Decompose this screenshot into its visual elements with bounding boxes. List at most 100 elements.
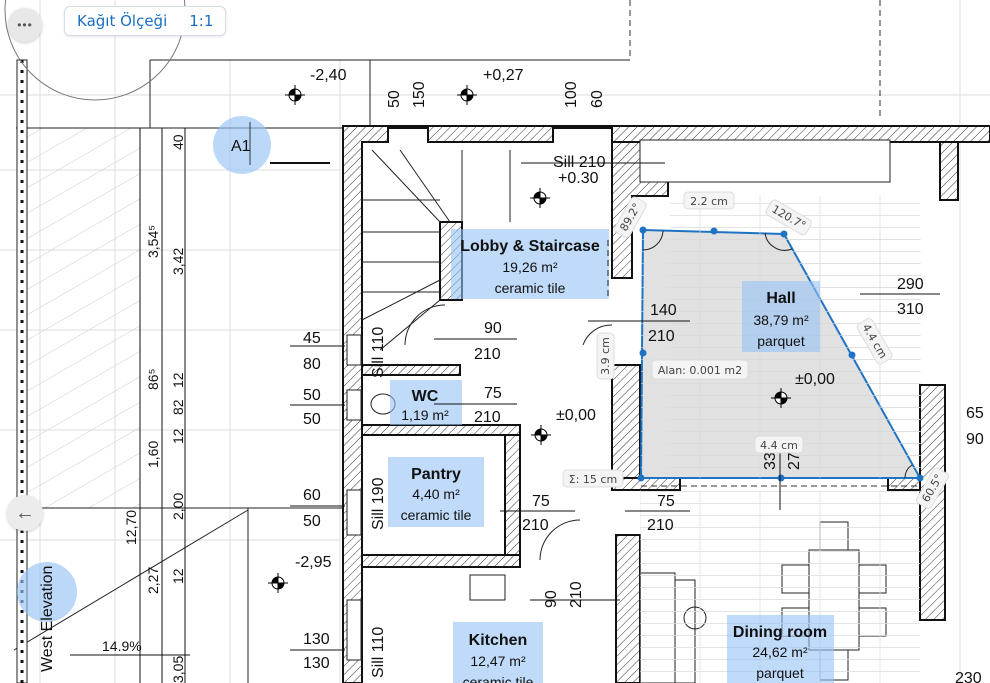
room-highlight-hall[interactable] (742, 281, 820, 352)
room-highlight-dining[interactable] (727, 615, 834, 683)
level-label: -2,40 (310, 67, 347, 84)
dim-label: 50 (303, 387, 321, 404)
measure-tag-bottom: 4.4 cm (754, 435, 804, 454)
sill-label: Sill 190 (370, 477, 387, 530)
room-finish: ceramic tile (463, 674, 534, 683)
dim-label: 80 (303, 356, 321, 373)
dim-label: 90 (543, 590, 560, 608)
room-finish: ceramic tile (495, 280, 566, 296)
room-area: 19,26 m² (502, 259, 558, 275)
dim-label: 33 (762, 452, 779, 470)
room-finish: ceramic tile (401, 507, 472, 523)
dimension-lines (70, 122, 940, 683)
room-highlight-kitchen[interactable] (453, 622, 543, 683)
svg-text:Alan: 0.001 m2: Alan: 0.001 m2 (658, 364, 742, 377)
room-highlight-wc[interactable] (390, 380, 462, 425)
dim-label: 3,42 (170, 248, 186, 275)
paper-scale-label: Kağıt Ölçeği (77, 12, 168, 30)
room-highlight-lobby[interactable] (451, 229, 609, 299)
room-name: WC (412, 388, 439, 405)
room-area: 1,19 m² (401, 407, 449, 423)
dim-label: 310 (897, 301, 924, 318)
dim-label: 130 (303, 655, 330, 672)
dim-label: 130 (303, 631, 330, 648)
dim-label: 50 (386, 90, 403, 108)
dim-label: 290 (897, 276, 924, 293)
elevation-marker[interactable] (17, 562, 77, 622)
dim-label: 75 (532, 493, 550, 510)
room-name: Dining room (733, 624, 827, 641)
dim-label: 75 (657, 493, 675, 510)
level-marker-icons (268, 85, 791, 593)
dim-label: 1,60 (145, 441, 161, 468)
room-area: 4,40 m² (412, 486, 460, 502)
dim-label: 210 (474, 346, 501, 363)
back-button[interactable]: ← (7, 495, 43, 531)
dim-label: 75 (484, 385, 502, 402)
dim-label: 90 (966, 431, 984, 448)
room-area: 38,79 m² (753, 312, 809, 328)
dim-label: 150 (411, 81, 428, 108)
svg-text:Σ: 15 cm: Σ: 15 cm (569, 473, 617, 486)
room-highlight-pantry[interactable] (388, 457, 484, 527)
dim-label: 60 (589, 90, 606, 108)
dim-label: 40 (170, 134, 186, 150)
dim-label: 12,70 (123, 510, 139, 545)
paper-scale-value: 1:1 (189, 12, 214, 30)
dim-label: 100 (563, 81, 580, 108)
terrain-area (28, 128, 140, 508)
dim-label: 140 (650, 302, 677, 319)
dim-label: 60 (303, 487, 321, 504)
arrow-left-icon: ← (15, 501, 35, 524)
section-label: A1 (231, 138, 251, 155)
dim-label: 50 (303, 411, 321, 428)
dim-label: 210 (647, 517, 674, 534)
section-marker[interactable] (213, 116, 271, 174)
room-name: Hall (766, 290, 795, 307)
room-area: 24,62 m² (752, 644, 808, 660)
more-options-button[interactable]: ••• (8, 8, 42, 42)
dim-label: 230 (955, 670, 982, 683)
measure-tag-left: 3.9 cm (596, 332, 615, 380)
dim-label: 12 (170, 428, 186, 444)
dim-label: 210 (648, 328, 675, 345)
room-finish: parquet (756, 665, 804, 681)
measure-vertices[interactable] (637, 226, 924, 482)
room-finish: parquet (757, 333, 805, 349)
dim-label: 2,27 (145, 567, 161, 594)
dim-label: 45 (303, 330, 321, 347)
dim-label: 210 (474, 409, 501, 426)
dim-label: 12 (170, 568, 186, 584)
dim-label: 12 (170, 372, 186, 388)
elevation-label: West Elevation (39, 566, 56, 672)
sill-label: Sill 210 (553, 154, 606, 171)
dim-label: 210 (522, 517, 549, 534)
level-label: +0.30 (558, 170, 599, 187)
dim-label: 50 (303, 513, 321, 530)
svg-text:4.4 cm: 4.4 cm (760, 439, 798, 452)
room-area: 12,47 m² (470, 653, 526, 669)
measure-area-tag: Alan: 0.001 m2 (651, 359, 749, 380)
room-name: Lobby & Staircase (460, 238, 600, 255)
svg-text:2.2 cm: 2.2 cm (690, 195, 728, 208)
dim-label: 65 (966, 405, 984, 422)
measure-perimeter-tag: Σ: 15 cm (562, 469, 624, 488)
more-icon: ••• (17, 18, 33, 32)
level-label: ±0,00 (795, 371, 835, 388)
paper-scale-button[interactable]: Kağıt Ölçeği 1:1 (64, 6, 227, 36)
dim-label: 82 (170, 399, 186, 415)
sill-label: Sill 110 (370, 327, 387, 378)
sill-label: Sill 110 (370, 627, 387, 678)
level-label: +0,27 (483, 67, 524, 84)
dim-label: 3,54⁵ (145, 225, 161, 258)
dim-label: 86⁵ (145, 369, 161, 390)
room-name: Pantry (411, 466, 461, 483)
level-label: ±0,00 (556, 407, 596, 424)
dim-label: 3,05 (170, 656, 186, 683)
walls (342, 125, 990, 683)
measure-tag-top: 2.2 cm (683, 191, 735, 210)
slope-label: 14.9% (102, 638, 142, 654)
dim-label: 210 (568, 581, 585, 608)
dim-label: 90 (484, 320, 502, 337)
